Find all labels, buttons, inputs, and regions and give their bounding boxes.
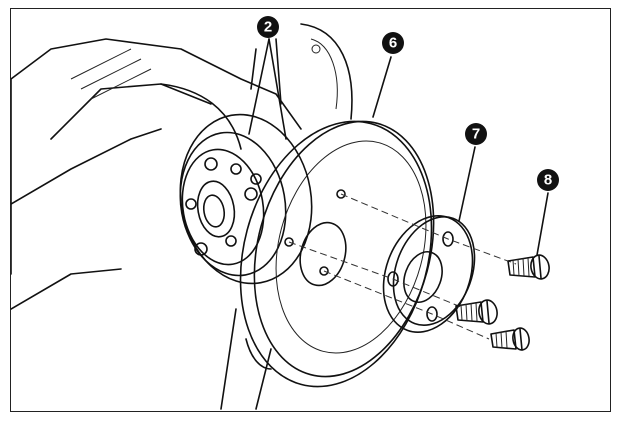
diagram-frame: 2 6 7 8 xyxy=(10,8,611,412)
leader-lines xyxy=(248,38,549,256)
callout-7: 7 xyxy=(465,123,487,145)
screw-middle xyxy=(455,299,498,325)
machine-body xyxy=(11,23,353,410)
screw-bottom xyxy=(490,327,530,351)
callout-6-label: 6 xyxy=(389,35,397,52)
callout-8-label: 8 xyxy=(544,172,552,189)
callout-2-label: 2 xyxy=(264,19,272,36)
callout-8: 8 xyxy=(537,169,559,191)
pulley-disc xyxy=(239,120,435,388)
flange-plate xyxy=(382,215,476,333)
callout-7-label: 7 xyxy=(472,126,480,143)
assembly-guide-lines xyxy=(288,193,517,340)
exploded-assembly-diagram: 2 6 7 8 xyxy=(11,16,559,410)
screw-top xyxy=(507,254,550,280)
callout-6: 6 xyxy=(382,32,404,54)
callout-2: 2 xyxy=(257,16,279,38)
shaft-hub xyxy=(179,113,313,285)
